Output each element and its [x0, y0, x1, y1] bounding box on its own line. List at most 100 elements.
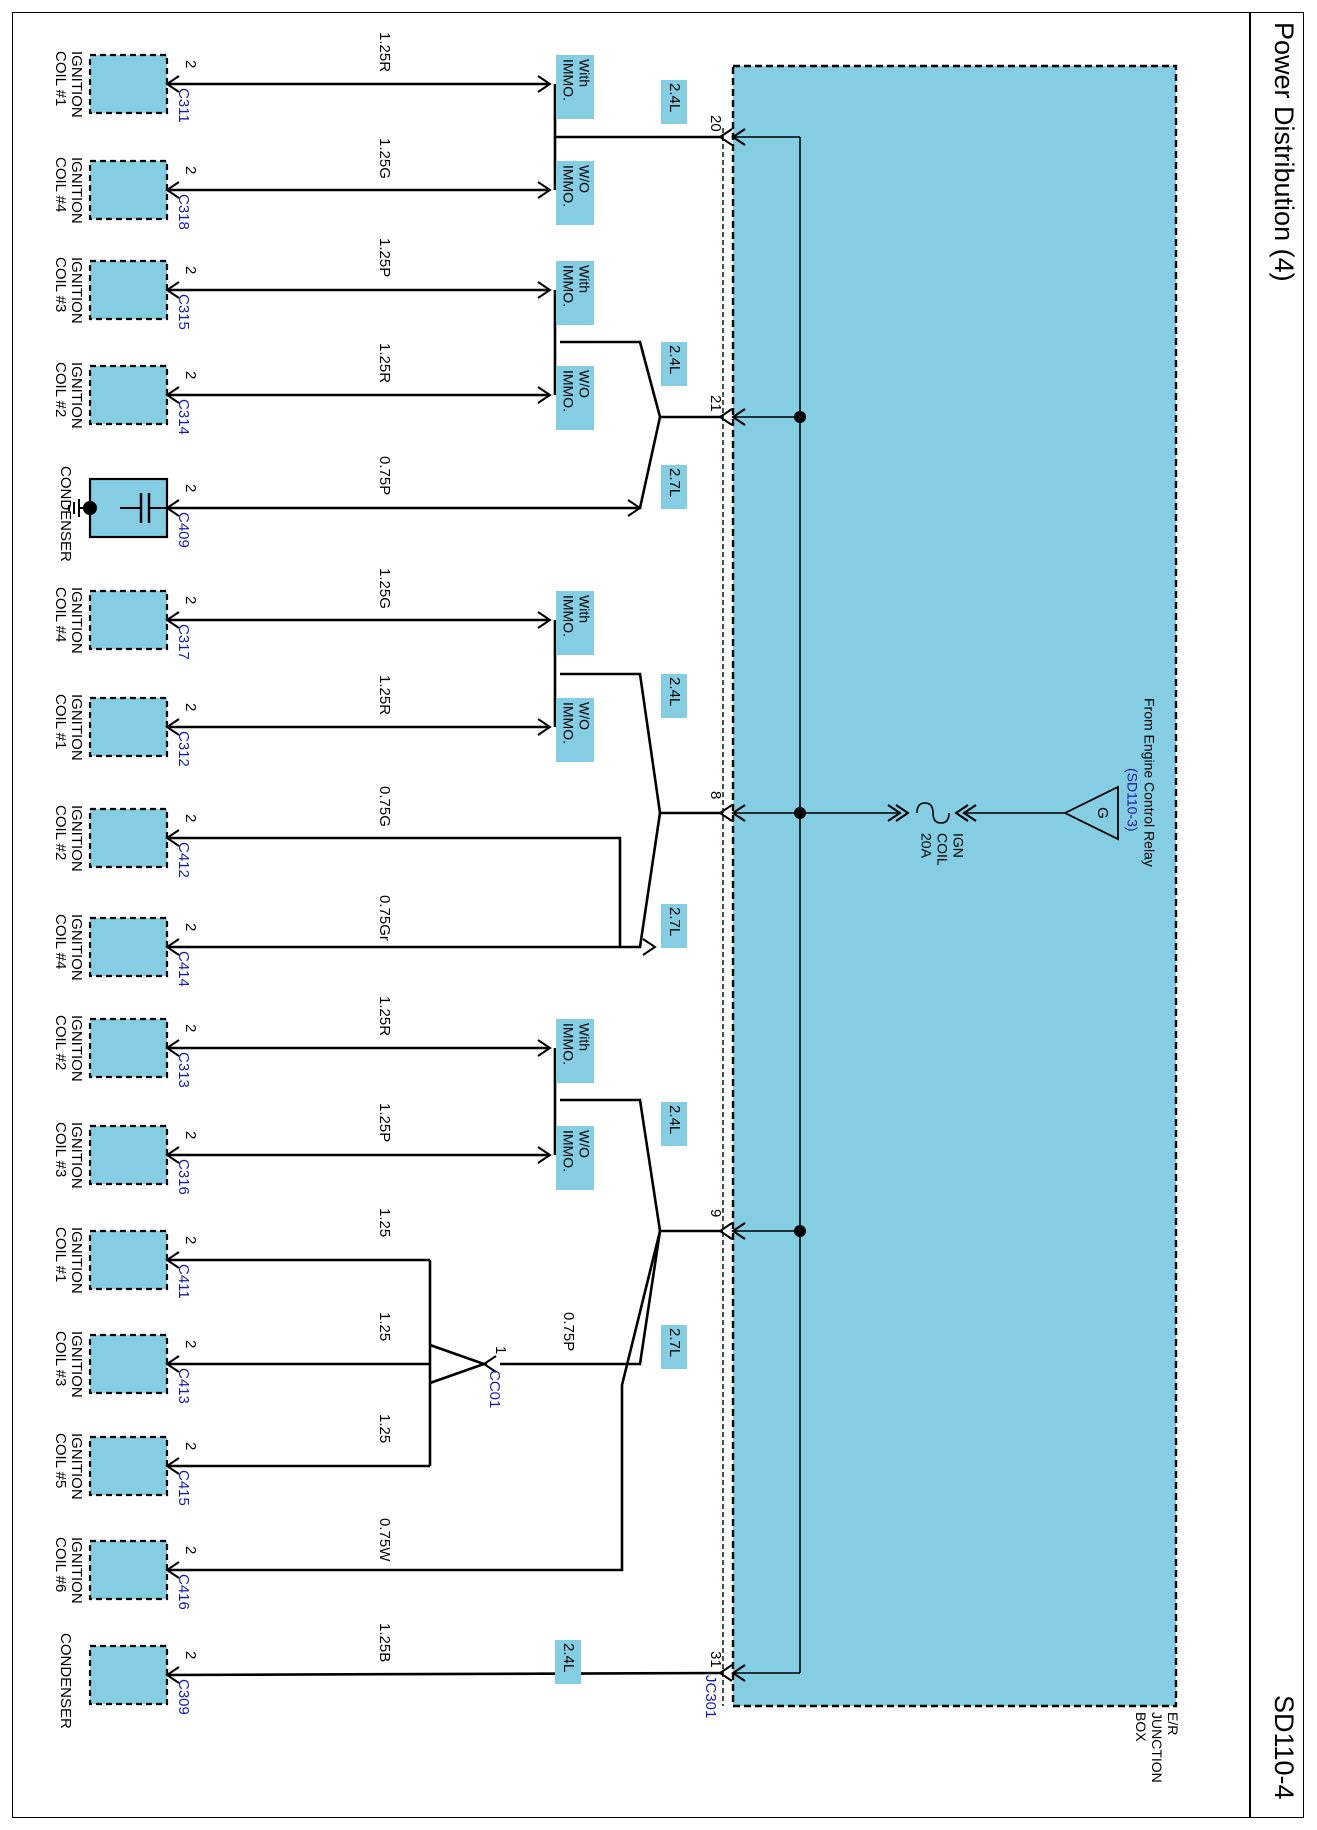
- component-name: COIL #3: [52, 1122, 69, 1177]
- component-box: [88, 589, 169, 651]
- tag-text: With: [576, 1023, 592, 1051]
- component-name: COIL #5: [52, 1433, 69, 1488]
- component-connector: C315: [175, 294, 192, 330]
- component-connector: C413: [175, 1368, 192, 1404]
- connector-mark: [537, 386, 552, 404]
- tag-background: [661, 80, 687, 124]
- connector-mark: [537, 1039, 552, 1057]
- component-connector: C312: [175, 731, 192, 767]
- wire: [500, 1230, 662, 1366]
- splice-wire-label: 0.75P: [560, 1312, 577, 1351]
- component-name: IGNITION: [68, 51, 85, 118]
- tag-text: W/O: [576, 702, 592, 730]
- relay-feed-triangle-icon: [1062, 785, 1119, 841]
- page-id: SD110-4: [1269, 1695, 1299, 1800]
- component-box: [88, 53, 169, 115]
- component-pin: 2: [182, 1236, 199, 1244]
- component-pin: 2: [182, 923, 199, 931]
- page-frame: [12, 12, 1304, 1818]
- tag-background: [556, 55, 594, 119]
- component-name: IGNITION: [68, 587, 85, 654]
- component-name: COIL #1: [52, 1227, 69, 1282]
- wire-label: 0.75W: [376, 1518, 393, 1562]
- component-name: IGNITION: [68, 362, 85, 429]
- tag-text: With: [576, 59, 592, 87]
- component-name: IGNITION: [68, 257, 85, 324]
- tag-background: [661, 1325, 687, 1369]
- component-box: [88, 807, 169, 869]
- component-box: [88, 1644, 169, 1706]
- component-box: [88, 1435, 169, 1497]
- tag-background: [556, 698, 594, 762]
- component-box: [88, 159, 169, 221]
- component-connector: C416: [175, 1574, 192, 1610]
- junction-box-label: E/R: [1165, 1712, 1181, 1735]
- wire: [167, 1230, 662, 1572]
- component-name: IGNITION: [68, 805, 85, 872]
- wire: [429, 1343, 488, 1385]
- component-box: [88, 259, 169, 321]
- tag-text: IMMO.: [560, 59, 576, 101]
- tag-text: 2.4L: [666, 83, 683, 112]
- component-box: [88, 1333, 169, 1395]
- component-name: IGNITION: [68, 1537, 85, 1604]
- tag-text: With: [576, 595, 592, 623]
- component-pin: 2: [182, 1131, 199, 1139]
- tag-text: IMMO.: [560, 165, 576, 207]
- junction-box-label: BOX: [1133, 1712, 1149, 1742]
- component-name: IGNITION: [68, 1331, 85, 1398]
- tag-background: [661, 342, 687, 386]
- wire-gauge-tag-pin20: 2.4L: [661, 80, 687, 124]
- component-name: COIL #1: [52, 51, 69, 106]
- tag-background: [556, 261, 594, 325]
- tag-background: [556, 591, 594, 655]
- fuse-label: IGN: [950, 833, 966, 858]
- wire: [560, 672, 723, 815]
- fuse-label: 20A: [918, 833, 934, 859]
- wire-gauge-tag-pin9: 2.4L: [661, 1102, 687, 1146]
- component-name: COIL #2: [52, 805, 69, 860]
- relay-feed-symbol: G: [1094, 807, 1111, 819]
- tag-background: [556, 1126, 594, 1190]
- connector-mark: [627, 499, 642, 517]
- component-connector: C411: [175, 1264, 192, 1299]
- tag-text: IMMO.: [560, 370, 576, 412]
- wire-label: 1.25R: [376, 675, 393, 715]
- tag-text: With: [576, 265, 592, 293]
- component-name: IGNITION: [68, 914, 85, 981]
- component-name: IGNITION: [68, 1122, 85, 1189]
- component-connector: C314: [175, 399, 192, 435]
- tag-text: W/O: [576, 370, 592, 398]
- tag-text: 2.4L: [666, 677, 683, 706]
- wire-gauge-tag-pin21: 2.4L: [661, 342, 687, 386]
- wire-label: 0.75P: [376, 456, 393, 495]
- wire-gauge-tag-pin9: 2.7L: [661, 1325, 687, 1369]
- component-connector: C317: [175, 624, 192, 660]
- tag-text: W/O: [576, 165, 592, 193]
- connector-mark: [482, 1355, 497, 1373]
- connector-mark: [731, 1664, 746, 1682]
- connector-mark: [887, 804, 902, 822]
- component-pin: 2: [182, 371, 199, 379]
- pin-number: 20: [707, 115, 724, 132]
- component-connector: C415: [175, 1470, 192, 1506]
- component-name: COIL #3: [52, 257, 69, 312]
- component-pin: 2: [182, 484, 199, 492]
- wire: [167, 836, 622, 947]
- component-pin: 2: [182, 1024, 199, 1032]
- tag-background: [555, 1640, 581, 1684]
- tag-background: [661, 465, 687, 509]
- component-box: [88, 364, 169, 426]
- pin-number: 31: [707, 1651, 724, 1668]
